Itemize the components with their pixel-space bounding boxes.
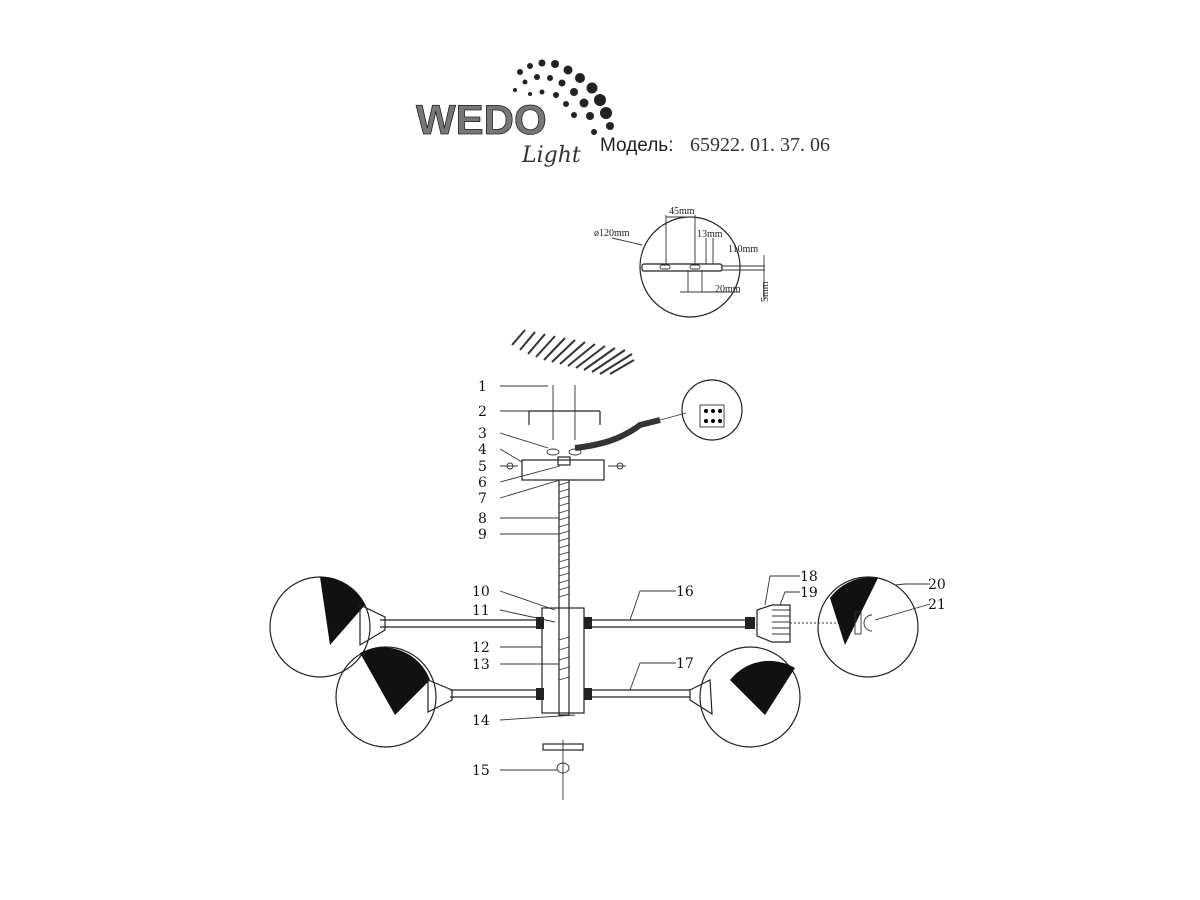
rod: [541, 479, 585, 800]
callout-21: 21: [928, 597, 946, 613]
arms: [380, 604, 850, 700]
callout-1: 1: [478, 379, 487, 395]
wedo-light-logo: WEDO Light: [416, 59, 614, 168]
dim-20: 20mm: [715, 284, 741, 295]
callout-14: 14: [472, 713, 490, 729]
model-label: Модель:: [600, 135, 673, 156]
callout-numbers: 1 2 3 4 5 6 7 8 9 10 11 12 13 14 15 16 1…: [472, 379, 946, 779]
callout-6: 6: [478, 475, 487, 491]
callout-4: 4: [478, 442, 487, 458]
callout-2: 2: [478, 404, 487, 420]
globe-left-bottom: [335, 646, 453, 748]
callout-3: 3: [478, 426, 487, 442]
globe-left-top: [269, 576, 386, 678]
callout-12: 12: [472, 640, 490, 656]
callout-18: 18: [800, 569, 818, 585]
callout-19: 19: [800, 585, 818, 601]
dim-5: 5mm: [760, 281, 771, 302]
callout-17: 17: [676, 656, 694, 672]
logo-dots: [513, 59, 614, 135]
callout-8: 8: [478, 511, 487, 527]
dim-110: 110mm: [728, 244, 758, 255]
callout-5: 5: [478, 459, 487, 475]
callout-13: 13: [472, 657, 490, 673]
globe-right-bottom: [689, 646, 801, 748]
logo-script: Light: [521, 143, 581, 168]
dim-diameter: ø120mm: [594, 228, 630, 239]
callout-16: 16: [676, 584, 694, 600]
callout-leaders: [499, 385, 931, 771]
canopy-assembly: [500, 379, 743, 481]
lamp-globes: [269, 576, 919, 748]
callout-15: 15: [472, 763, 490, 779]
callout-10: 10: [472, 584, 490, 600]
callout-11: 11: [472, 603, 490, 619]
dim-13: 13mm: [697, 229, 723, 240]
callout-20: 20: [928, 577, 946, 593]
model-number: 65922. 01. 37. 06: [690, 134, 830, 156]
callout-9: 9: [478, 527, 487, 543]
globe-right: [817, 576, 919, 678]
ceiling-hatch: [511, 329, 635, 375]
logo-brand: WEDO: [416, 96, 547, 143]
bracket-detail: ø120mm 45mm 13mm 110mm 20mm 5mm: [594, 206, 771, 318]
callout-7: 7: [478, 491, 487, 507]
dim-45: 45mm: [669, 206, 695, 217]
